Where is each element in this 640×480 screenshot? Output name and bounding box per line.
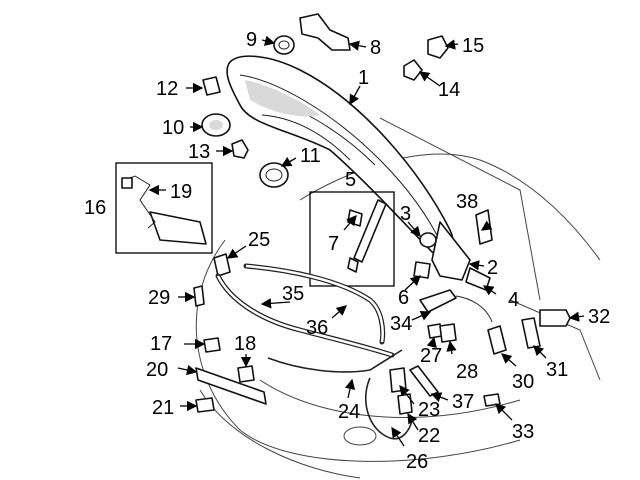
grommet-part-11	[259, 162, 289, 188]
callout-9: 9	[246, 29, 257, 51]
cable-part-34	[455, 295, 493, 323]
callout-30: 30	[512, 371, 534, 393]
callout-4: 4	[508, 289, 519, 311]
callout-28: 28	[456, 361, 478, 383]
callout-13: 13	[188, 141, 210, 163]
bracket-part-8	[299, 13, 351, 51]
callout-6: 6	[398, 287, 409, 309]
bumper-part-28	[439, 323, 457, 343]
latch-part-23	[389, 367, 407, 393]
callout-32: 32	[588, 306, 610, 328]
callout-23: 23	[418, 399, 440, 421]
bracket-part-31	[521, 317, 541, 349]
callout-34: 34	[390, 313, 412, 335]
bolt-part-21	[195, 397, 215, 413]
callout-15: 15	[462, 35, 484, 57]
callout-33: 33	[512, 421, 534, 443]
ring-part-10	[201, 113, 231, 137]
box-group-5	[309, 191, 395, 287]
lever-part-34	[419, 289, 457, 313]
callout-10: 10	[162, 117, 184, 139]
latch-part-22	[397, 393, 413, 415]
callout-5: 5	[345, 169, 356, 191]
callout-14: 14	[438, 79, 460, 101]
callout-26: 26	[406, 451, 428, 473]
callout-31: 31	[546, 359, 568, 381]
seal-part-35-inner	[216, 275, 393, 357]
pad-part-33	[483, 393, 501, 407]
seal-part-36-inner	[245, 264, 384, 343]
cable-part-26	[365, 377, 413, 440]
panel-part-20	[195, 367, 267, 405]
callout-37: 37	[452, 391, 474, 413]
box-group-16	[115, 162, 213, 254]
clip-part-14	[403, 59, 423, 81]
bolt-part-17	[203, 337, 221, 353]
clip-part-15	[427, 35, 449, 59]
cable-part-24	[267, 349, 403, 373]
bolt-part-18	[237, 365, 255, 383]
callout-38: 38	[456, 191, 478, 213]
callout-3: 3	[400, 203, 411, 225]
stopper-part-13	[231, 139, 249, 159]
callout-35: 35	[282, 283, 304, 305]
callout-18: 18	[234, 333, 256, 355]
callout-21: 21	[152, 397, 174, 419]
callout-2: 2	[487, 257, 498, 279]
callout-17: 17	[150, 333, 172, 355]
callout-7: 7	[328, 233, 339, 255]
grommet-part-9	[273, 35, 295, 55]
callout-22: 22	[418, 425, 440, 447]
callout-24: 24	[338, 401, 360, 423]
strip-part-37	[409, 365, 439, 397]
hood-panel	[226, 55, 455, 261]
callout-29: 29	[148, 287, 170, 309]
callout-19: 19	[170, 181, 192, 203]
latch-part-25	[213, 253, 231, 277]
callout-27: 27	[420, 345, 442, 367]
callout-labels: 1 2 3 4 5 6 7 8 9 10 11 12 13 14 15 16 1…	[84, 29, 610, 473]
callout-20: 20	[146, 359, 168, 381]
leader-lines	[148, 35, 585, 447]
clip-part-29	[193, 285, 205, 307]
bumper-part-12	[202, 76, 221, 96]
callout-1: 1	[358, 67, 369, 89]
callout-11: 11	[300, 145, 321, 167]
callout-36: 36	[306, 317, 328, 339]
hinge-assembly	[413, 209, 493, 291]
bracket-part-30	[487, 325, 507, 355]
callout-12: 12	[156, 78, 178, 100]
callout-8: 8	[370, 37, 381, 59]
callout-16: 16	[84, 197, 106, 219]
bolt-part-32	[539, 309, 571, 327]
callout-25: 25	[248, 229, 270, 251]
